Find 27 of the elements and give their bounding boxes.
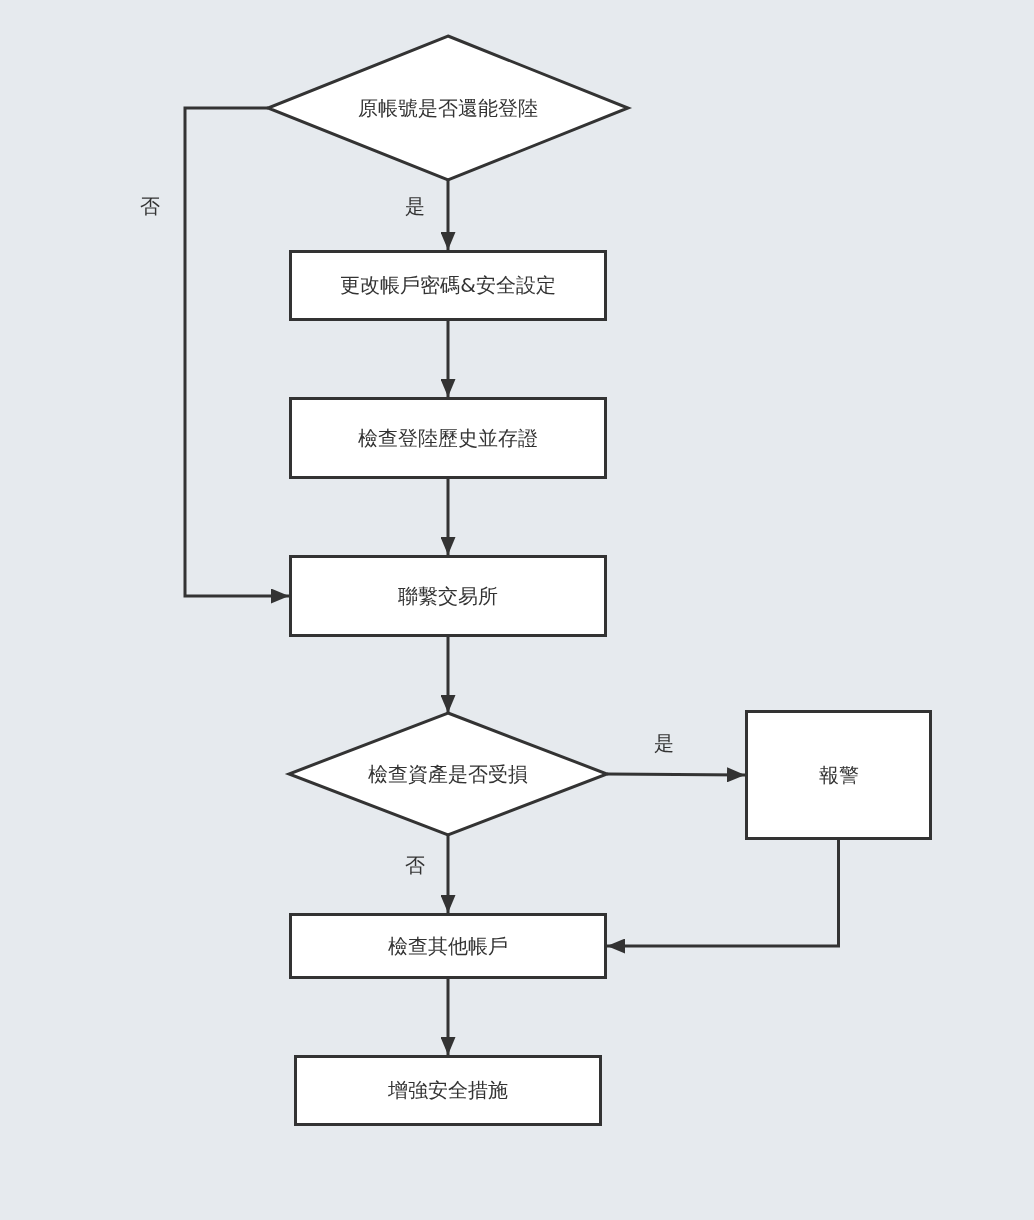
- arrow: [440, 180, 456, 250]
- edge-label: 是: [405, 193, 425, 220]
- process-box: [289, 397, 607, 479]
- arrow: [607, 840, 840, 954]
- process-box: [289, 913, 607, 979]
- arrow: [440, 479, 456, 555]
- edge-label: 是: [654, 730, 674, 757]
- arrow: [440, 979, 456, 1055]
- process-box: [294, 1055, 602, 1126]
- arrow: [440, 637, 456, 713]
- arrow: [183, 106, 289, 604]
- process-box: [745, 710, 932, 840]
- node-text: 檢查登陸歷史並存證: [358, 424, 538, 452]
- node-text: 檢查其他帳戶: [388, 932, 508, 960]
- node-text: 增強安全措施: [388, 1077, 508, 1104]
- edge-label: 否: [405, 852, 425, 879]
- node-text: 報警: [818, 761, 859, 789]
- node-text: 更改帳戶密碼&安全設定: [340, 272, 556, 299]
- node-text: 聯繫交易所: [398, 582, 498, 610]
- process-box: [289, 250, 607, 321]
- arrow: [607, 767, 745, 783]
- node-text: 檢查資產是否受損: [368, 760, 528, 788]
- node-text: 原帳號是否還能登陸: [358, 94, 538, 122]
- edge-label: 否: [140, 193, 160, 220]
- process-box: [289, 555, 607, 637]
- arrow: [440, 321, 456, 397]
- arrow: [440, 835, 456, 913]
